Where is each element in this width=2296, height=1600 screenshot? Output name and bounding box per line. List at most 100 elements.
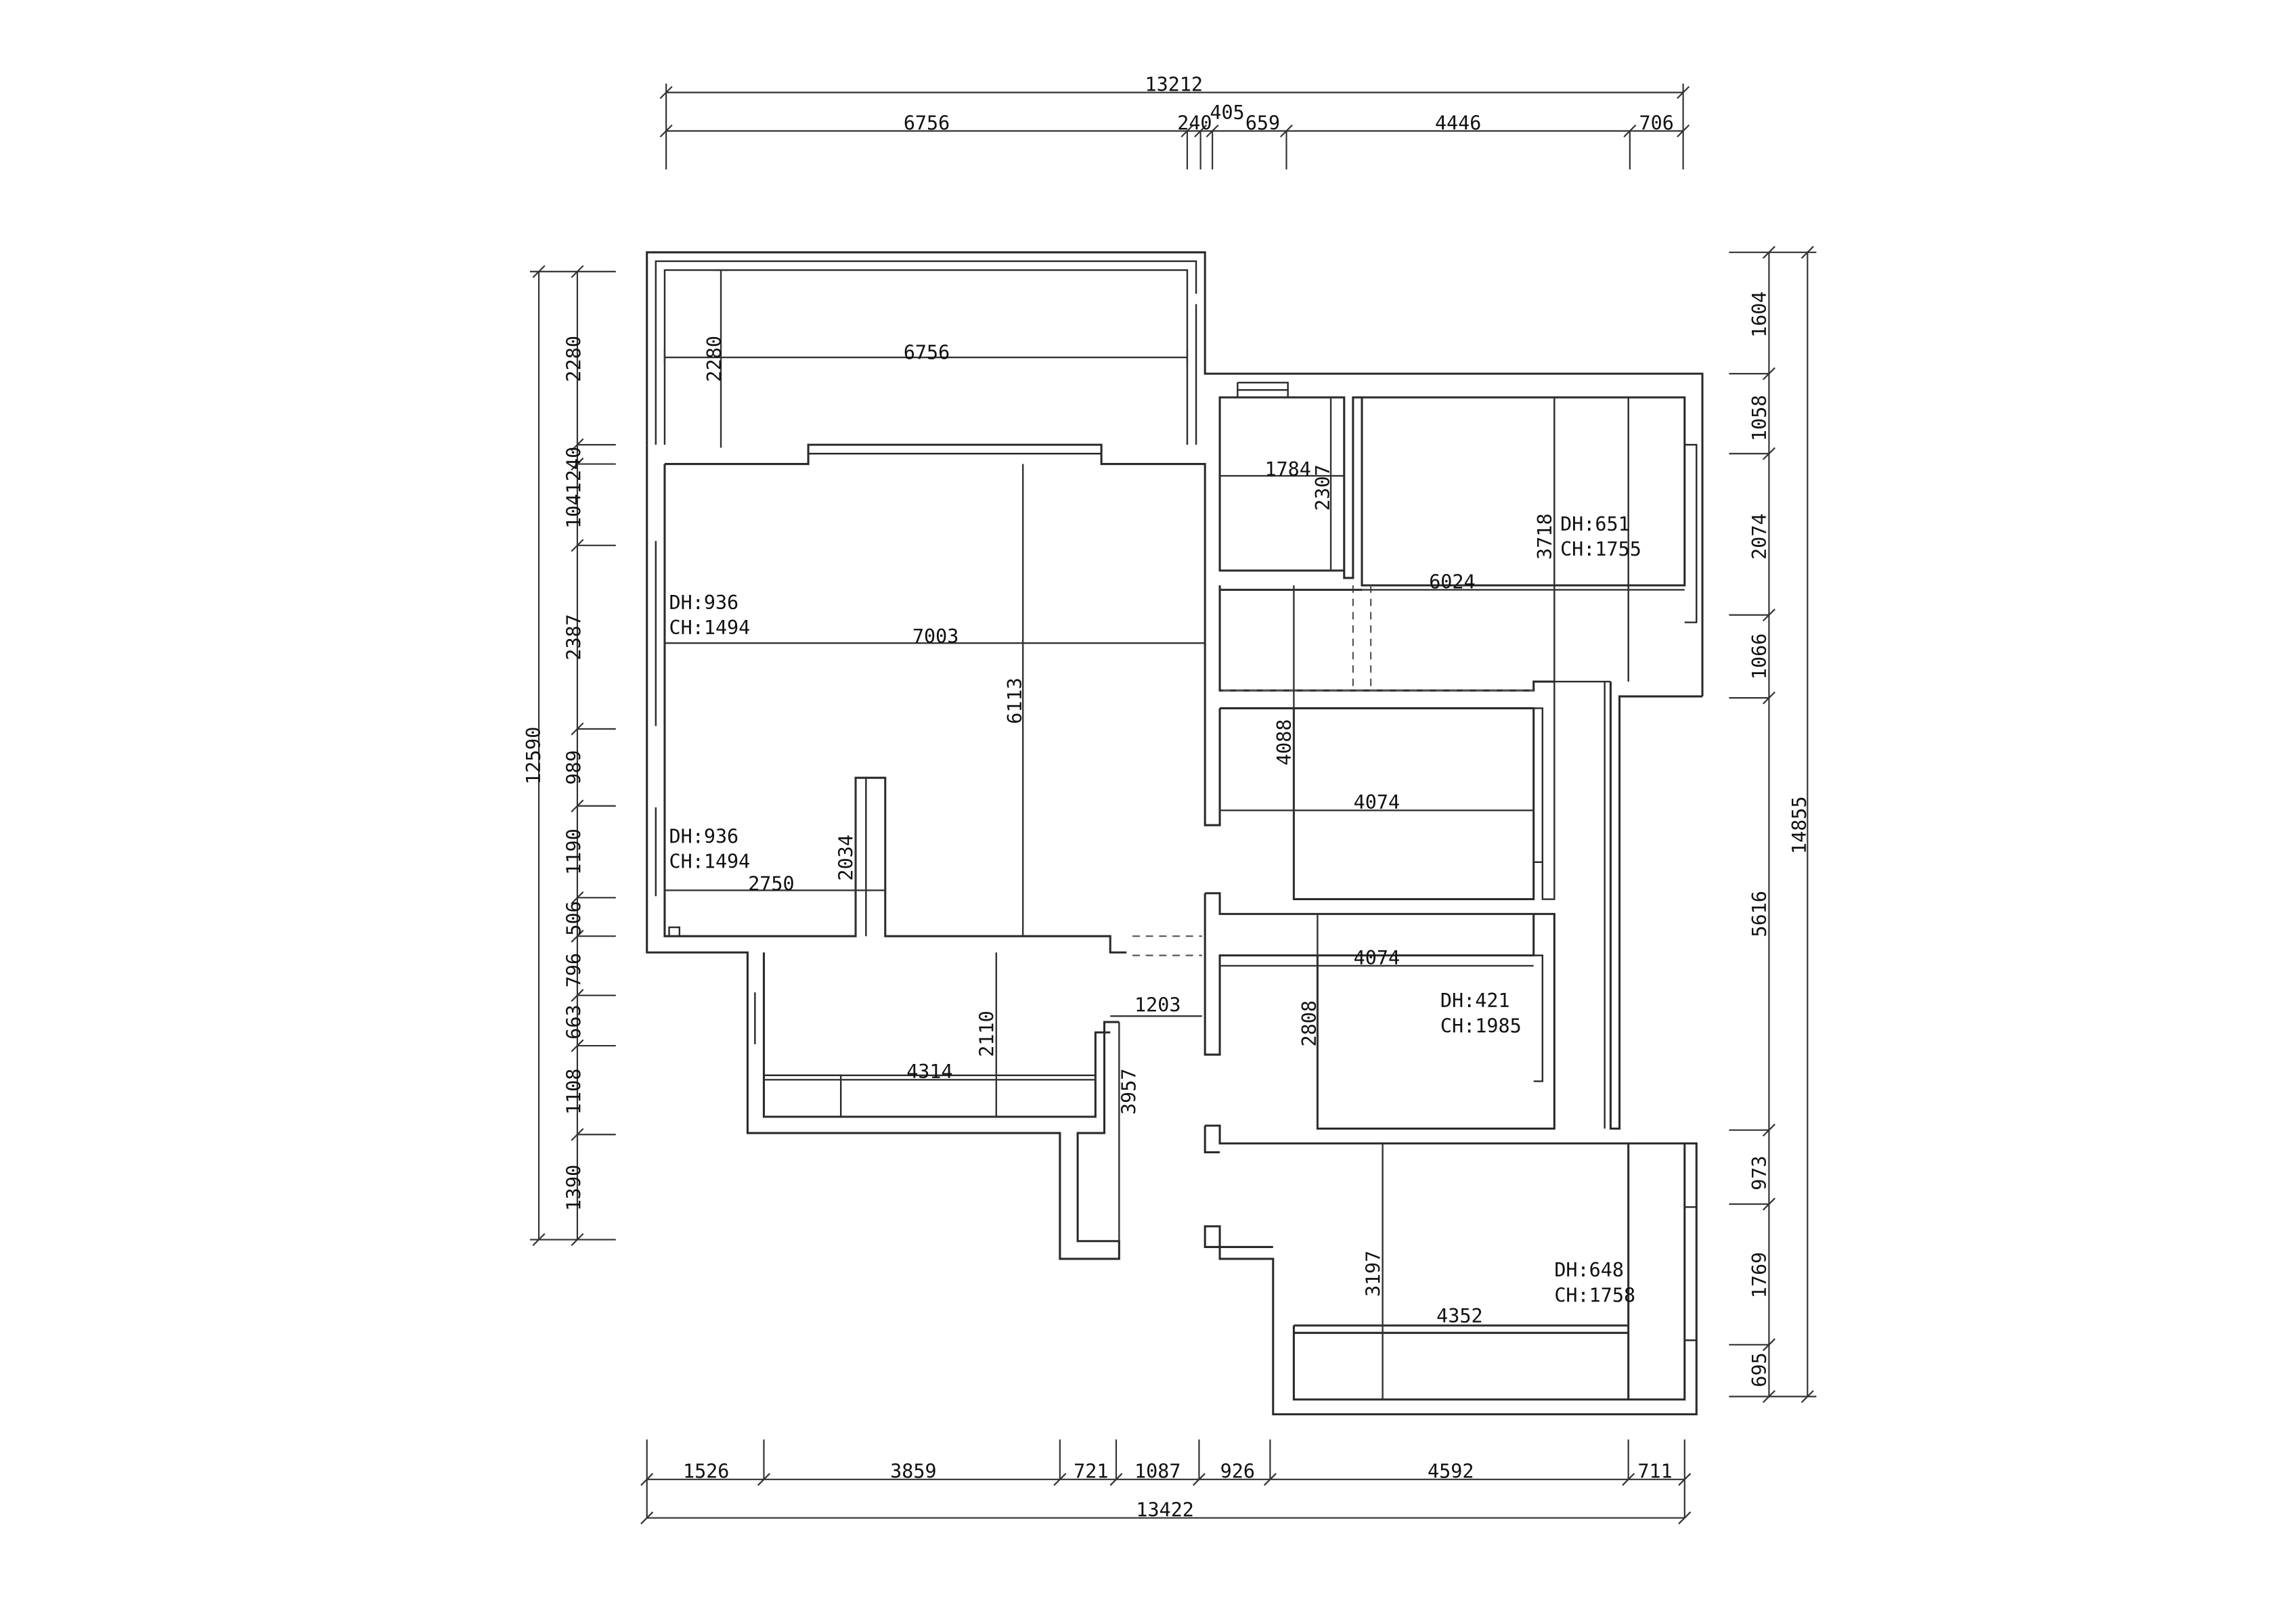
living-depth-dim: 6113 bbox=[1004, 677, 1026, 724]
right-tick bbox=[1762, 367, 1775, 380]
room4-width-dim: 4352 bbox=[1436, 1305, 1482, 1327]
right-dim-7: 1769 bbox=[1748, 1252, 1771, 1298]
room3-window-dh: DH:421 bbox=[1440, 990, 1510, 1012]
top-dim-5: 4446 bbox=[1435, 112, 1481, 134]
bottom-tick bbox=[1263, 1473, 1277, 1486]
left-dim-2: 240 bbox=[562, 447, 585, 481]
living-width-dim: 7003 bbox=[912, 625, 958, 648]
top-dim-4: 659 bbox=[1245, 112, 1280, 134]
passage-depth-dim: 3957 bbox=[1118, 1069, 1140, 1115]
left-tick bbox=[571, 458, 584, 471]
interior-dimension-lines bbox=[663, 269, 1685, 1400]
top-tick bbox=[1279, 124, 1294, 138]
master-width-dim: 6024 bbox=[1429, 571, 1475, 593]
living-window-1-dh: DH:936 bbox=[669, 592, 739, 614]
dining-width-dim: 2750 bbox=[748, 872, 794, 895]
bottom-dim-1: 1526 bbox=[683, 1461, 729, 1483]
top-overall-dim: 13212 bbox=[1145, 73, 1203, 95]
left-dim-7: 506 bbox=[562, 901, 585, 935]
kitchen-depth-dim: 2110 bbox=[975, 1010, 998, 1057]
top-dimension-chain: 13212 6756 240 405 659 4446 706 bbox=[904, 73, 1674, 134]
bottom-dim-7: 711 bbox=[1637, 1461, 1672, 1483]
left-tick bbox=[571, 1128, 584, 1141]
bottom-tick bbox=[1109, 1473, 1123, 1486]
right-dim-5: 5616 bbox=[1748, 891, 1771, 937]
room3-depth-dim: 2808 bbox=[1298, 1000, 1321, 1046]
room4-window-dh: DH:648 bbox=[1554, 1259, 1624, 1281]
toilet-depth-dim: 2307 bbox=[1312, 464, 1334, 510]
bottom-tick bbox=[1192, 1473, 1206, 1486]
right-dim-1: 1604 bbox=[1748, 291, 1771, 337]
top-tick bbox=[1206, 124, 1219, 138]
room4-depth-dim: 3197 bbox=[1362, 1251, 1384, 1297]
top-dim-2: 240 bbox=[1177, 112, 1212, 134]
bottom-tick bbox=[1622, 1473, 1635, 1486]
bottom-dim-6: 4592 bbox=[1428, 1461, 1474, 1483]
room3-width-dim: 4074 bbox=[1354, 947, 1400, 969]
right-tick bbox=[1762, 691, 1775, 705]
bottom-tick bbox=[757, 1473, 771, 1486]
bottom-dim-2: 3859 bbox=[890, 1461, 936, 1483]
room3-window-ch: CH:1985 bbox=[1440, 1015, 1522, 1037]
living-window-2-ch: CH:1494 bbox=[669, 851, 751, 873]
left-dim-9: 663 bbox=[562, 1004, 585, 1039]
right-overall-dim: 14855 bbox=[1788, 796, 1811, 854]
living-window-2-dh: DH:936 bbox=[669, 825, 739, 847]
right-tick bbox=[1762, 447, 1775, 460]
bottom-dim-4: 1087 bbox=[1134, 1461, 1180, 1483]
top-dim-3: 405 bbox=[1210, 102, 1244, 124]
top-tick bbox=[1180, 124, 1194, 138]
bottom-tick bbox=[1053, 1473, 1067, 1486]
master-window-ch: CH:1755 bbox=[1560, 538, 1641, 560]
toilet-width-dim: 1784 bbox=[1264, 458, 1310, 481]
left-dim-8: 796 bbox=[562, 953, 585, 987]
dimension-lines bbox=[529, 83, 1817, 1525]
bottom-dimension-chain: 1526 3859 721 1087 926 4592 711 13422 bbox=[683, 1461, 1673, 1521]
kitchen-width-dim: 4314 bbox=[906, 1061, 952, 1083]
walls bbox=[646, 251, 1704, 1416]
left-dim-1: 2280 bbox=[562, 336, 585, 382]
bottom-overall-dim: 13422 bbox=[1136, 1498, 1194, 1521]
top-dim-1: 6756 bbox=[904, 112, 950, 134]
right-dimension-chain: 1604 1058 2074 1066 5616 973 1769 695 14… bbox=[1748, 291, 1811, 1387]
right-dim-3: 2074 bbox=[1748, 513, 1771, 559]
bottom-dim-3: 721 bbox=[1074, 1461, 1108, 1483]
left-dim-6: 1190 bbox=[562, 828, 585, 874]
left-overall-dim: 12590 bbox=[523, 727, 545, 785]
balcony-depth-dim: 2280 bbox=[703, 336, 726, 382]
left-tick bbox=[571, 891, 584, 904]
right-tick bbox=[1762, 1338, 1775, 1352]
left-tick bbox=[571, 929, 584, 943]
left-tick bbox=[571, 989, 584, 1002]
balcony-width-dim: 6756 bbox=[904, 341, 950, 363]
left-tick bbox=[571, 722, 584, 736]
master-window-dh: DH:651 bbox=[1560, 513, 1630, 535]
right-dim-2: 1058 bbox=[1748, 395, 1771, 441]
passage-width-dim: 1203 bbox=[1134, 994, 1180, 1017]
top-tick bbox=[1194, 124, 1208, 138]
left-dim-5: 989 bbox=[562, 750, 585, 784]
right-tick bbox=[1762, 608, 1775, 622]
master-depth-dim: 3718 bbox=[1534, 513, 1556, 559]
bottom-dim-5: 926 bbox=[1220, 1461, 1255, 1483]
interior-dimension-labels: 6756 2280 1784 2307 6024 3718 7003 6113 … bbox=[703, 336, 1556, 1327]
left-dimension-chain: 12590 2280 240 1041 2387 989 1190 506 79… bbox=[523, 336, 585, 1211]
dashed-lines bbox=[1132, 585, 1534, 956]
left-dim-10: 1108 bbox=[562, 1069, 585, 1115]
dining-depth-dim: 2034 bbox=[835, 835, 858, 881]
right-dim-4: 1066 bbox=[1748, 634, 1771, 680]
right-dim-6: 973 bbox=[1748, 1155, 1771, 1190]
right-dim-8: 695 bbox=[1748, 1352, 1771, 1387]
left-dim-4: 2387 bbox=[562, 614, 585, 660]
top-dim-6: 706 bbox=[1639, 112, 1674, 134]
left-tick bbox=[571, 1039, 584, 1052]
corridor-depth-dim: 4088 bbox=[1273, 719, 1296, 765]
right-tick bbox=[1762, 1124, 1775, 1137]
left-tick bbox=[571, 539, 584, 552]
room4-window-ch: CH:1758 bbox=[1554, 1284, 1635, 1306]
opening-annotations: DH:936 CH:1494 DH:936 CH:1494 DH:651 CH:… bbox=[669, 513, 1641, 1306]
living-window-1-ch: CH:1494 bbox=[669, 617, 751, 639]
left-tick bbox=[571, 438, 584, 451]
left-tick bbox=[571, 799, 584, 813]
